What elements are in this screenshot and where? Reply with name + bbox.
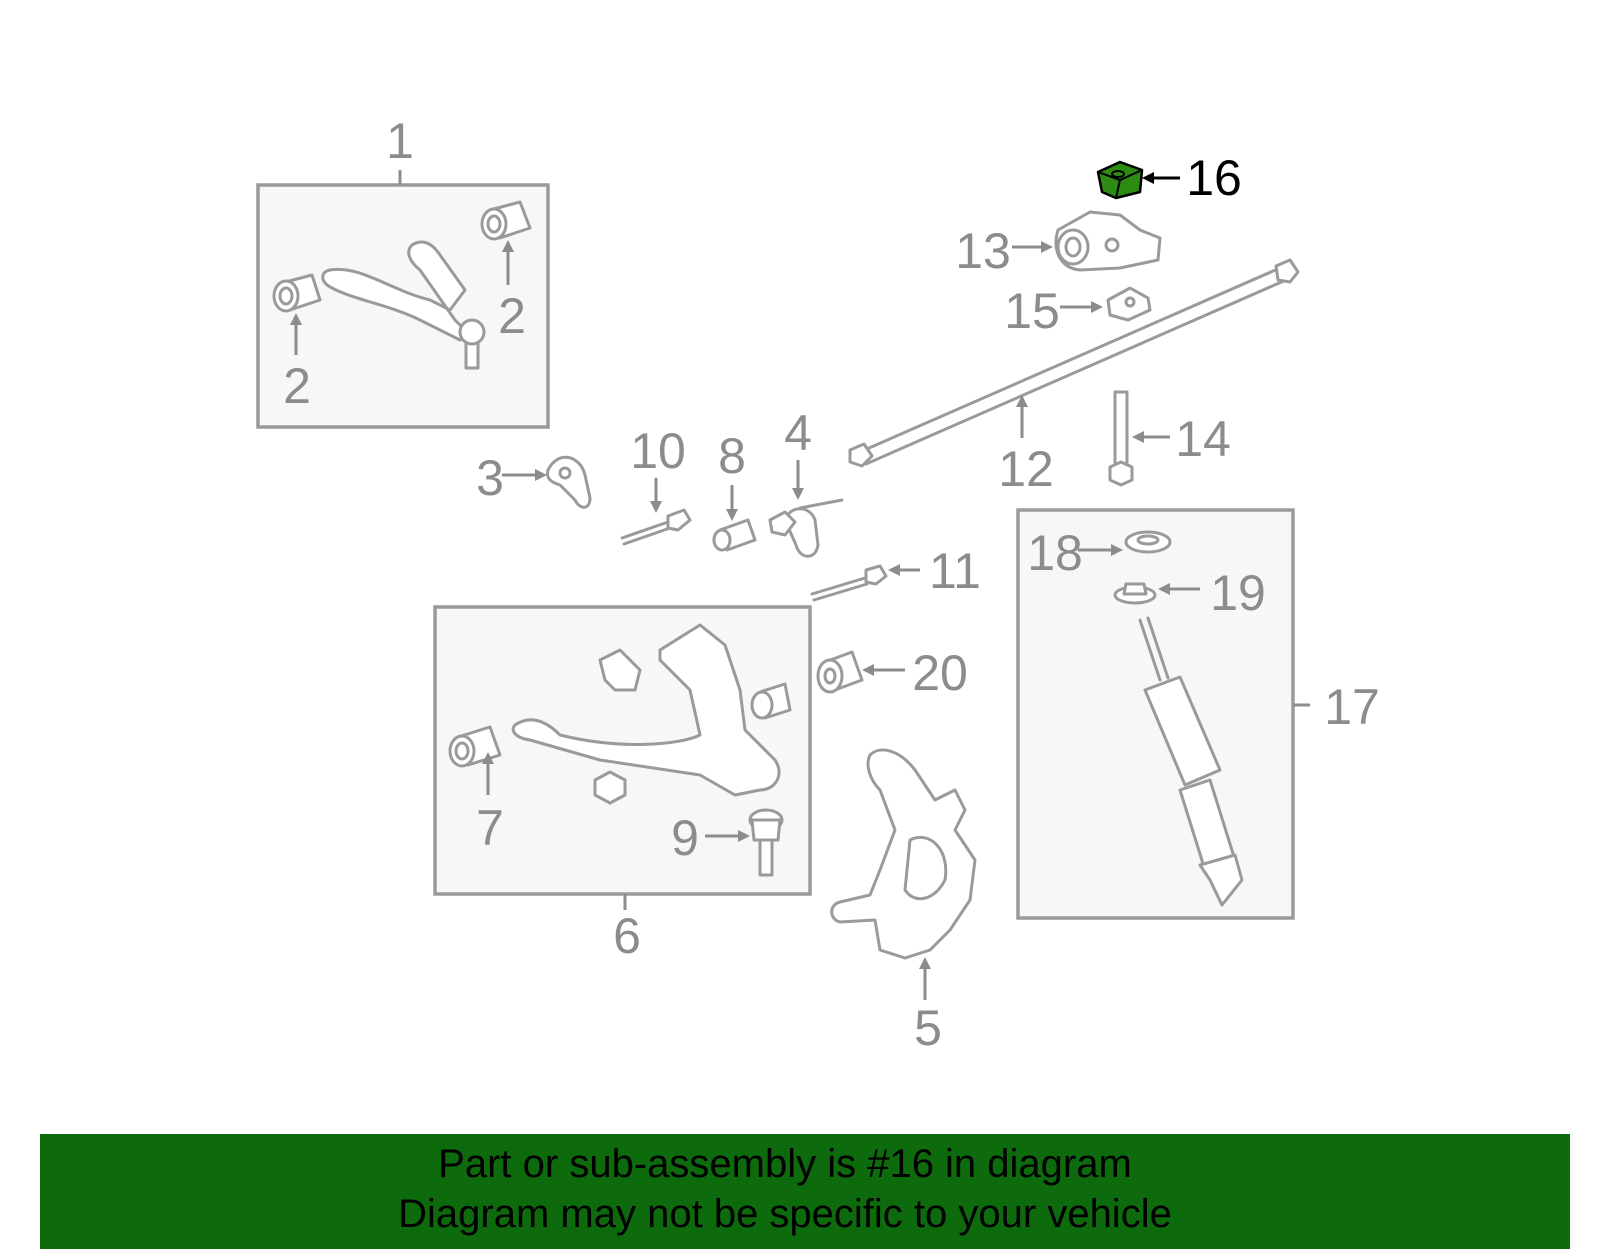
- ball-joint: [458, 318, 486, 346]
- callout-4[interactable]: 4: [784, 405, 812, 461]
- upper-arm-part: [321, 240, 472, 342]
- lower-arm-part: [511, 623, 781, 797]
- bolt-11[interactable]: 11: [810, 543, 981, 602]
- callout-3[interactable]: 3: [476, 450, 504, 506]
- bracket: [598, 648, 642, 692]
- callout-12[interactable]: 12: [998, 441, 1054, 497]
- callout-15[interactable]: 15: [1004, 283, 1060, 339]
- bushing-upper-left: [272, 273, 322, 313]
- callout-5[interactable]: 5: [914, 1000, 942, 1056]
- callout-14[interactable]: 14: [1175, 411, 1231, 467]
- upper-control-arm-group[interactable]: 1 2 2: [256, 113, 550, 429]
- adjuster-13[interactable]: 13: [955, 210, 1162, 279]
- bolt-14[interactable]: 14: [1108, 390, 1231, 487]
- cam-plate-3[interactable]: 3: [476, 450, 592, 509]
- info-banner: Part or sub-assembly is #16 in diagram D…: [40, 1134, 1570, 1249]
- callout-1[interactable]: 1: [386, 113, 414, 169]
- callout-11[interactable]: 11: [929, 543, 981, 599]
- lower-bushing-right: [750, 682, 792, 720]
- callout-18[interactable]: 18: [1027, 525, 1083, 581]
- cam-bolt-4[interactable]: 4: [768, 405, 844, 558]
- ball-joint-9: [748, 808, 784, 877]
- mount-19: [1113, 582, 1157, 605]
- banner-line-2: Diagram may not be specific to your vehi…: [398, 1192, 1172, 1236]
- highlighted-part-16[interactable]: 16: [1096, 150, 1242, 206]
- shock-body: [1138, 616, 1244, 907]
- banner-line-1: Part or sub-assembly is #16 in diagram: [438, 1142, 1132, 1186]
- torsion-bar-12[interactable]: 12: [848, 258, 1300, 497]
- sleeve-8[interactable]: 8: [712, 428, 757, 552]
- callout-2-left[interactable]: 2: [283, 358, 311, 414]
- callout-9[interactable]: 9: [671, 810, 699, 866]
- callout-10[interactable]: 10: [630, 423, 686, 479]
- bushing-20[interactable]: 20: [816, 645, 968, 701]
- callout-17[interactable]: 17: [1324, 679, 1380, 735]
- lower-control-arm-group[interactable]: 7 9 6: [433, 605, 812, 964]
- callout-19[interactable]: 19: [1210, 565, 1266, 621]
- callout-2-right[interactable]: 2: [498, 288, 526, 344]
- callout-16[interactable]: 16: [1186, 150, 1242, 206]
- knuckle-5[interactable]: 5: [830, 748, 977, 1056]
- callout-6[interactable]: 6: [613, 908, 641, 964]
- mount-18: [1124, 530, 1172, 554]
- callout-13[interactable]: 13: [955, 223, 1011, 279]
- bolt-10[interactable]: 10: [620, 423, 692, 546]
- nut: [593, 770, 627, 805]
- shock-absorber-group[interactable]: 17 18 19: [1016, 508, 1380, 920]
- callout-20[interactable]: 20: [912, 645, 968, 701]
- spacer-15[interactable]: 15: [1004, 283, 1152, 339]
- bushing-upper-right: [480, 200, 532, 241]
- callout-8[interactable]: 8: [718, 428, 746, 484]
- callout-7[interactable]: 7: [476, 800, 504, 856]
